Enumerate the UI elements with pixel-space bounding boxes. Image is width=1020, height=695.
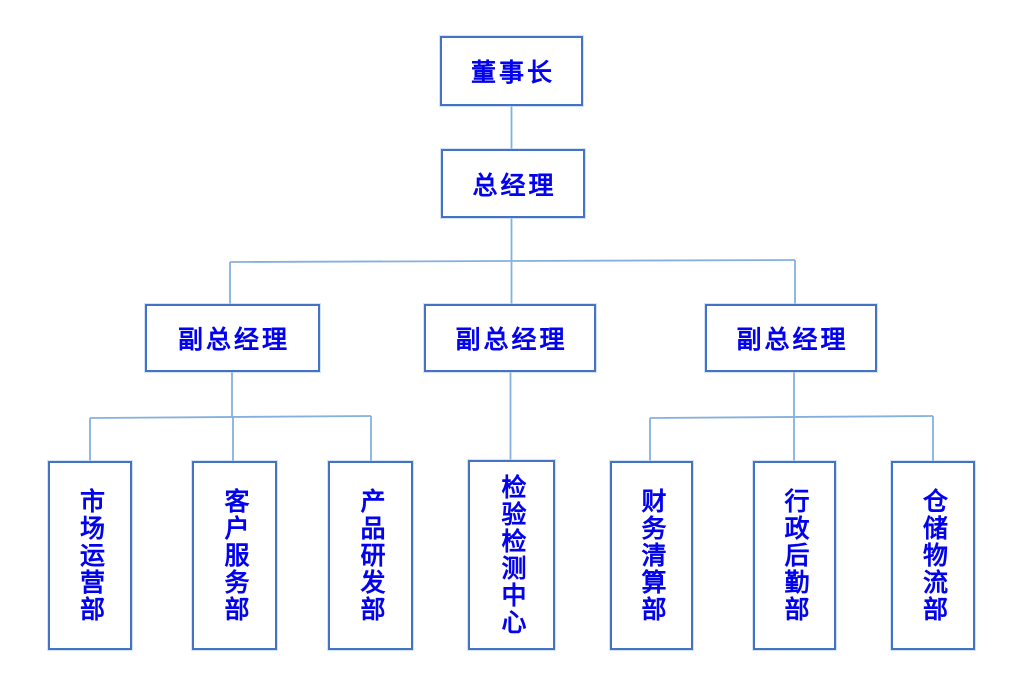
department-box-customer-service: 客户服务部 <box>192 461 277 650</box>
department-label: 行政后勤部 <box>781 488 808 623</box>
department-box-product-rnd: 产品研发部 <box>328 461 413 650</box>
deputy-manager-box-1: 副总经理 <box>145 304 320 372</box>
chairman-box: 董事长 <box>440 36 583 106</box>
deputy-manager-label: 副总经理 <box>455 327 568 354</box>
department-label: 客户服务部 <box>221 488 248 623</box>
deputy-manager-box-3: 副总经理 <box>705 304 877 372</box>
department-label: 检验检测中心 <box>498 474 525 636</box>
chairman-label: 董事长 <box>470 60 555 87</box>
department-label: 产品研发部 <box>357 488 384 623</box>
department-label: 市场运营部 <box>76 488 104 623</box>
department-box-admin-logistics: 行政后勤部 <box>753 461 836 650</box>
connector-line <box>89 415 372 419</box>
deputy-manager-label: 副总经理 <box>177 327 290 354</box>
deputy-manager-label: 副总经理 <box>736 327 849 354</box>
deputy-manager-box-2: 副总经理 <box>424 304 596 372</box>
connector-line <box>229 259 796 263</box>
department-box-finance-settlement: 财务清算部 <box>610 461 693 650</box>
department-label: 仓储物流部 <box>919 488 947 623</box>
department-box-warehouse-logistics: 仓储物流部 <box>891 461 975 650</box>
connector-line <box>649 415 934 419</box>
department-box-inspection-testing-center: 检验检测中心 <box>468 460 555 650</box>
department-box-marketing-operations: 市场运营部 <box>48 461 132 650</box>
general-manager-box: 总经理 <box>441 149 585 218</box>
general-manager-label: 总经理 <box>472 172 557 200</box>
department-label: 财务清算部 <box>638 488 665 623</box>
